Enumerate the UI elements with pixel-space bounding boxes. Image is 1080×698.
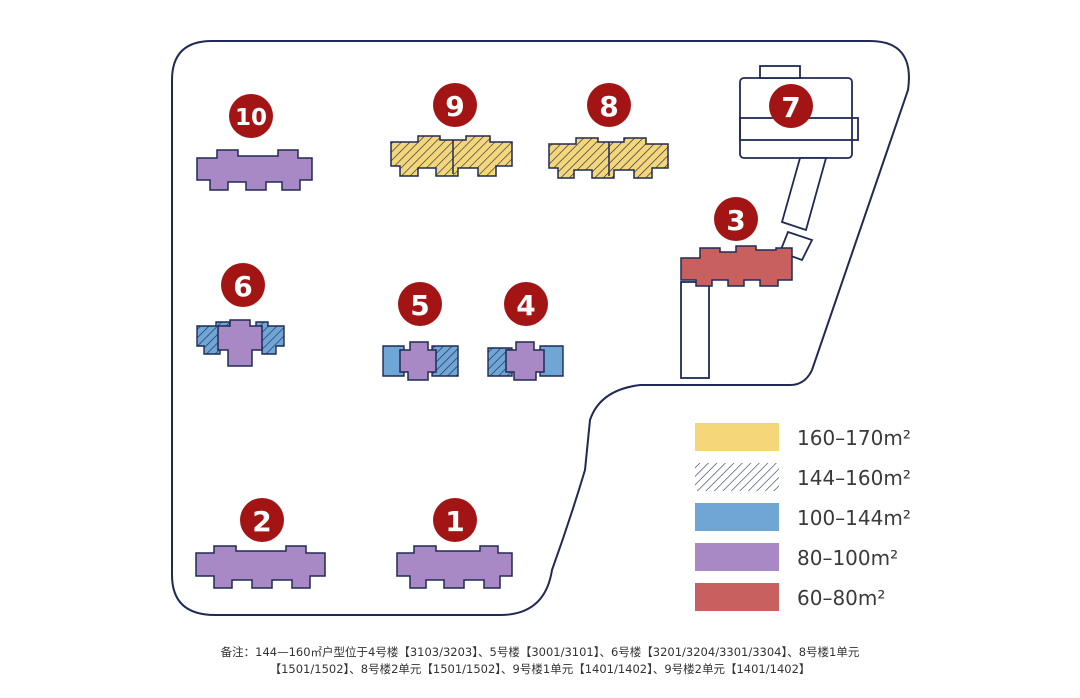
footnote-line-2: 【1501/1502】、8号楼2单元【1501/1502】、9号楼1单元【140… bbox=[269, 662, 811, 676]
legend-swatch-yellow bbox=[695, 423, 779, 451]
building-9-badge[interactable]: 9 bbox=[433, 83, 477, 127]
building-6-footprint bbox=[196, 319, 285, 367]
legend-label-160-170: 160–170m² bbox=[797, 426, 911, 450]
building-1-badge[interactable]: 1 bbox=[433, 498, 477, 542]
building-2-footprint bbox=[195, 545, 326, 589]
building-9-label: 9 bbox=[445, 90, 464, 123]
building-3-tail bbox=[680, 281, 710, 379]
building-1-footprint bbox=[396, 545, 513, 589]
building-8-label: 8 bbox=[599, 90, 618, 123]
legend-label-60-80: 60–80m² bbox=[797, 586, 885, 610]
building-6-badge[interactable]: 6 bbox=[221, 263, 265, 307]
legend-swatch-blue bbox=[695, 503, 779, 531]
building-7-label: 7 bbox=[781, 91, 800, 124]
building-9-footprint bbox=[390, 135, 513, 177]
legend-swatch-purple bbox=[695, 543, 779, 571]
building-2-label: 2 bbox=[252, 505, 271, 538]
building-3-footprint bbox=[680, 245, 793, 287]
building-10-footprint bbox=[196, 149, 313, 191]
legend: 160–170m² 144–160m² 100–144m² 80–100m² 6… bbox=[695, 423, 911, 611]
building-5-label: 5 bbox=[410, 289, 429, 322]
building-5-badge[interactable]: 5 bbox=[398, 282, 442, 326]
site-plan-map: 1 2 3 4 5 6 7 8 9 10 160–170m² 144–1 bbox=[171, 40, 911, 616]
building-4-badge[interactable]: 4 bbox=[504, 282, 548, 326]
legend-label-100-144: 100–144m² bbox=[797, 506, 911, 530]
building-10-badge[interactable]: 10 bbox=[229, 94, 273, 138]
legend-swatch-red bbox=[695, 583, 779, 611]
legend-label-144-160: 144–160m² bbox=[797, 466, 911, 490]
building-3-label: 3 bbox=[726, 204, 745, 237]
building-6-label: 6 bbox=[233, 270, 252, 303]
building-2-badge[interactable]: 2 bbox=[240, 498, 284, 542]
footnote-line-1: 备注：144—160㎡户型位于4号楼【3103/3203】、5号楼【3001/3… bbox=[220, 645, 860, 659]
footnote: 备注：144—160㎡户型位于4号楼【3103/3203】、5号楼【3001/3… bbox=[0, 644, 1080, 678]
legend-label-80-100: 80–100m² bbox=[797, 546, 898, 570]
building-10-label: 10 bbox=[235, 105, 267, 131]
building-5-footprint bbox=[382, 341, 459, 381]
building-1-label: 1 bbox=[445, 505, 464, 538]
site-boundary bbox=[171, 40, 910, 616]
building-3-badge[interactable]: 3 bbox=[714, 197, 758, 241]
building-7-badge[interactable]: 7 bbox=[769, 84, 813, 128]
building-8-badge[interactable]: 8 bbox=[587, 83, 631, 127]
building-4-footprint bbox=[487, 341, 564, 381]
legend-swatch-hatch bbox=[695, 463, 779, 491]
building-4-label: 4 bbox=[516, 289, 535, 322]
